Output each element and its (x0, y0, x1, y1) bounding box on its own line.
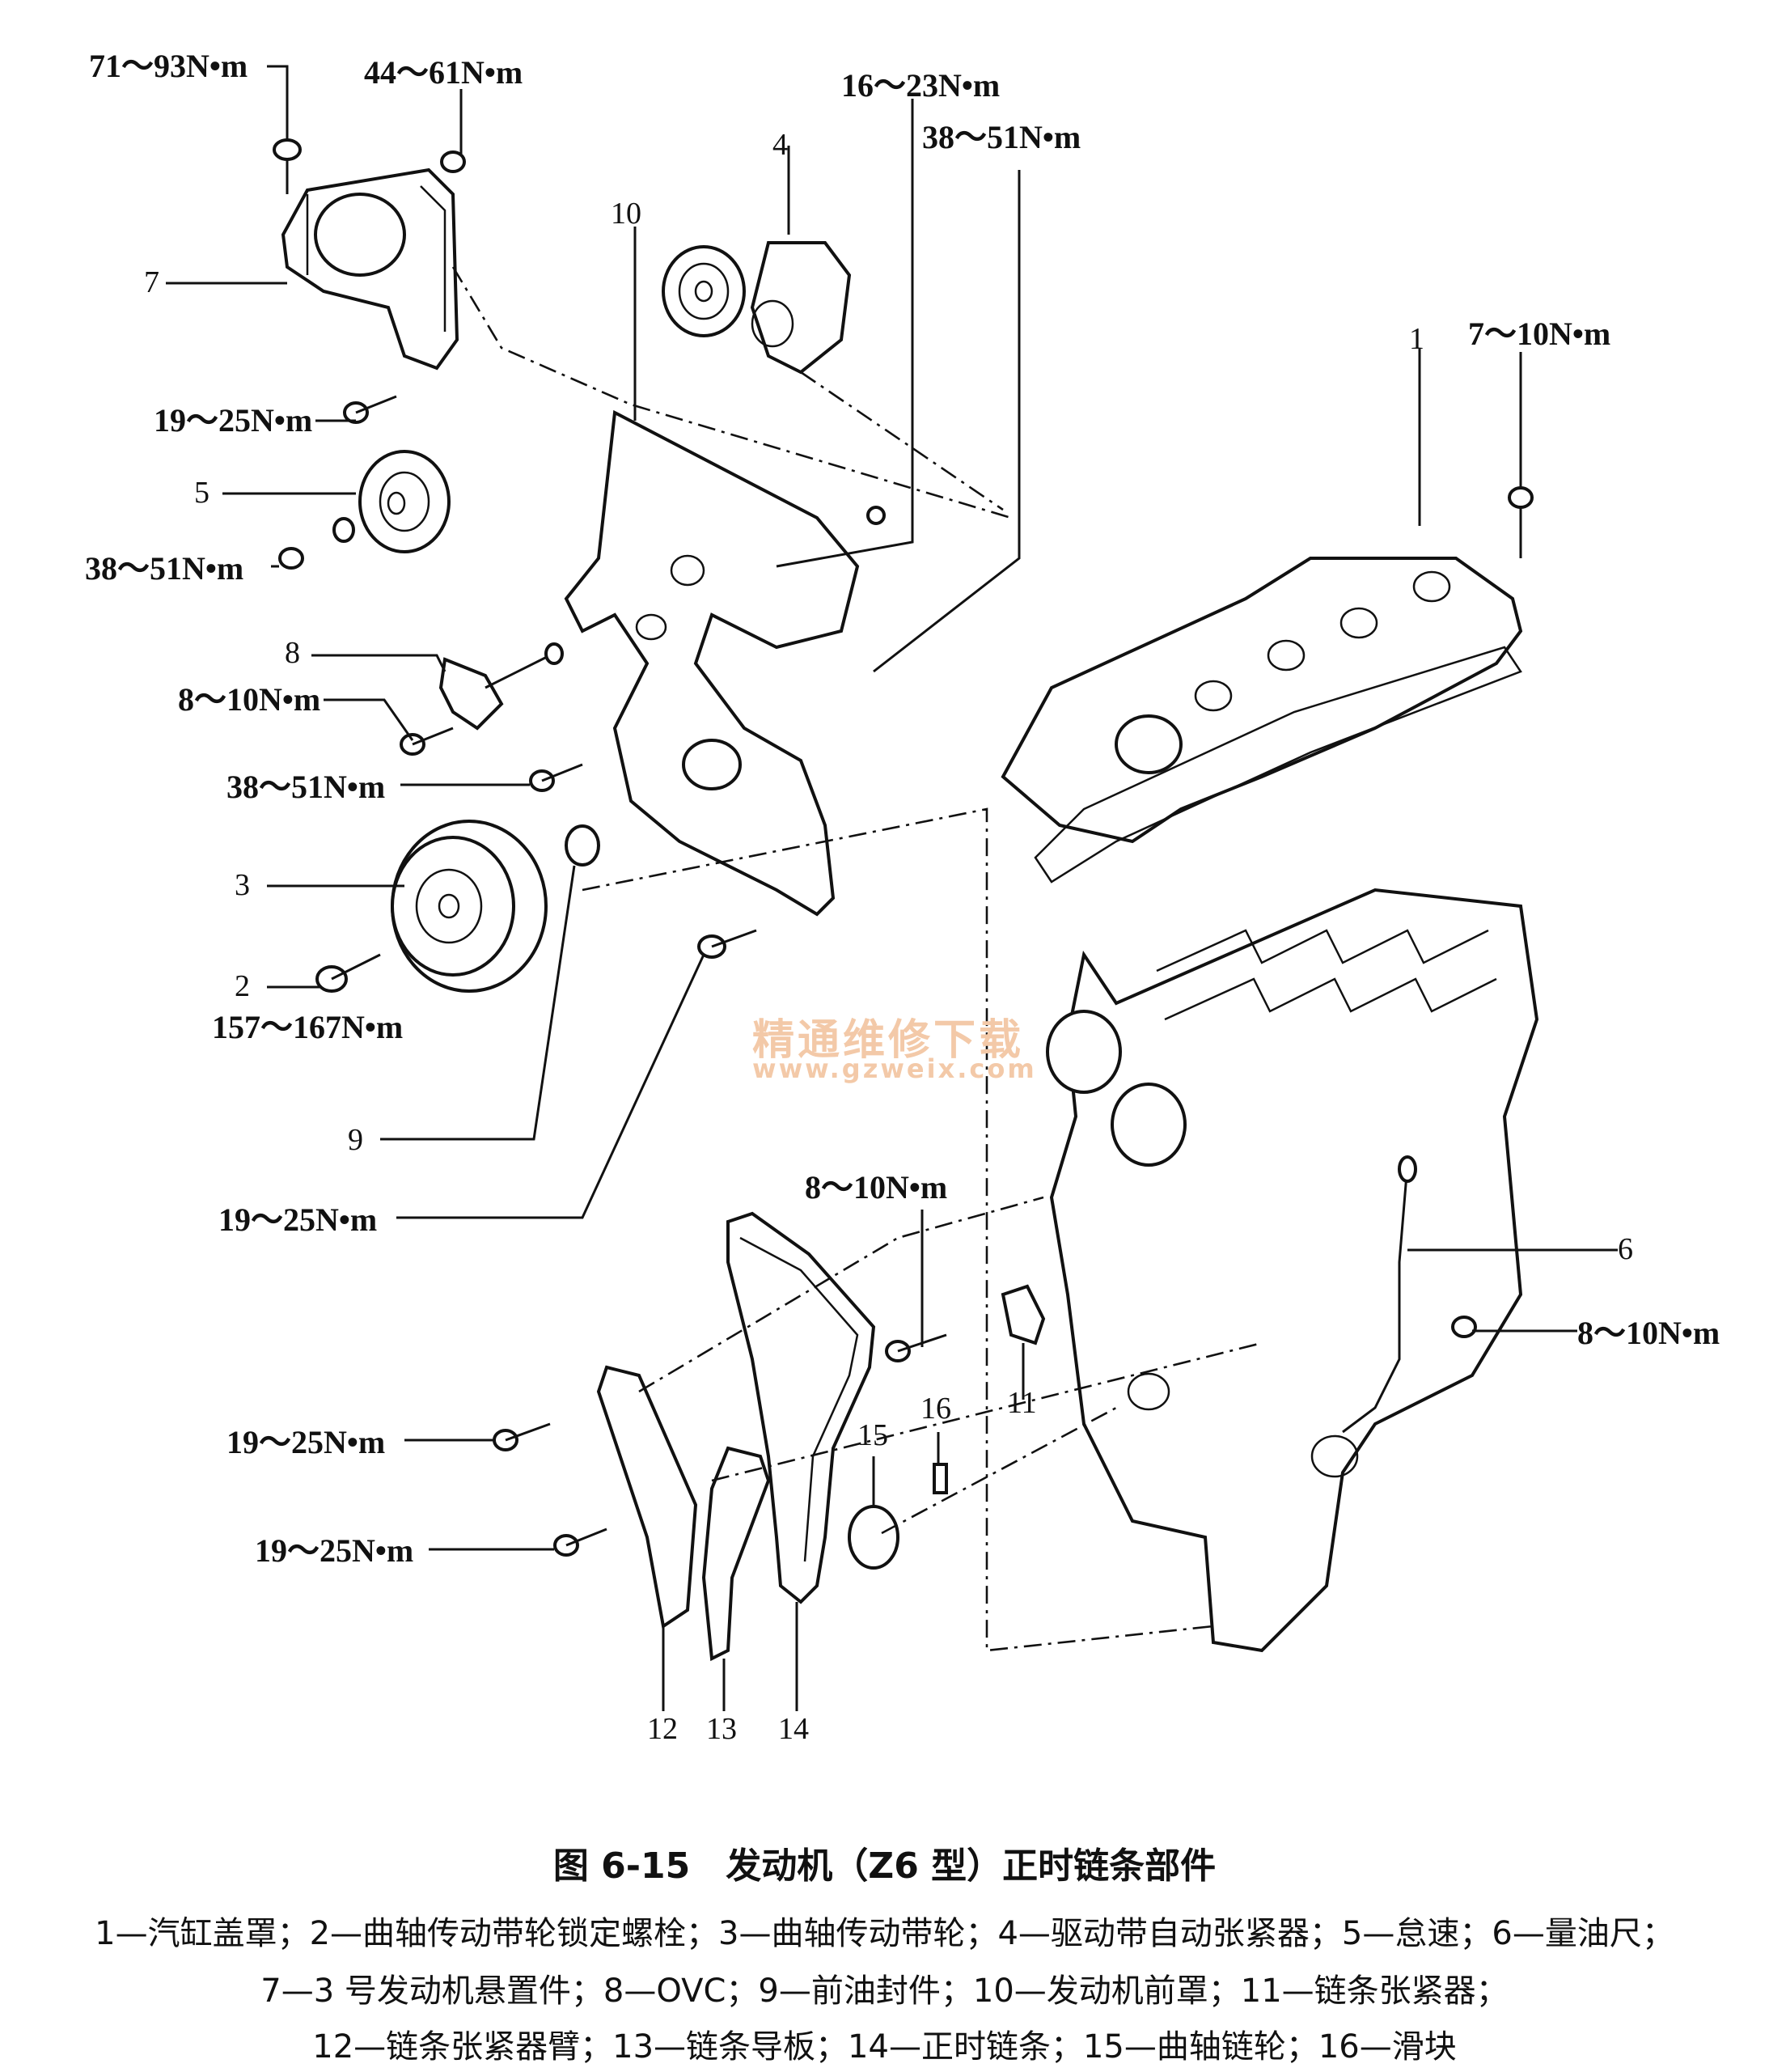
callout-number: 12 (647, 1712, 678, 1746)
nut (440, 150, 466, 173)
torque-label: 44～61N•m (364, 54, 523, 91)
torque-label: 157～167N•m (212, 1009, 404, 1045)
callout-number: 1 (1409, 322, 1424, 356)
engine-mount-part (281, 167, 459, 371)
torque-label: 7～10N•m (1468, 316, 1611, 352)
torque-label: 71～93N•m (89, 48, 248, 84)
crank-sprocket-part (848, 1505, 899, 1570)
torque-label: 16～23N•m (841, 67, 1001, 104)
callout-number: 8 (285, 636, 300, 670)
engine-front-cover-part (564, 409, 886, 917)
callout-number: 15 (857, 1418, 888, 1452)
assembly-line (800, 371, 1004, 511)
leader-line (267, 65, 289, 97)
torque-label: 8～10N•m (178, 681, 321, 718)
bolt-shaft-lower (711, 929, 757, 948)
leader-line (873, 170, 1021, 673)
torque-label: 19～25N•m (154, 402, 313, 439)
assembly-line (881, 1406, 1117, 1535)
legend-line: 1—汽缸盖罩；2—曲轴传动带轮锁定螺栓；3—曲轴传动带轮；4—驱动带自动张紧器；… (95, 1915, 1674, 1952)
torque-label: 19～25N•m (218, 1201, 378, 1238)
idler-pulley-part (278, 395, 451, 570)
leader-line (311, 654, 446, 672)
torque-label: 19～25N•m (226, 1424, 386, 1460)
watermark-url: www.gzweix.com (752, 1053, 1037, 1084)
crank-pulley-part (391, 820, 548, 993)
chain-tensioner-part (1001, 1284, 1046, 1345)
assembly-line (582, 807, 1214, 1652)
dipstick-part (1342, 1155, 1477, 1434)
front-oil-seal-part (565, 824, 600, 867)
bolt-shaft-front-cover (541, 763, 583, 782)
cylinder-head-cover-part (1001, 485, 1534, 883)
slider-part (933, 1463, 948, 1494)
watermark-text: 精通维修下载 (752, 1016, 1025, 1065)
legend-line: 12—链条张紧器臂；13—链条导板；14—正时链条；15—曲轴链轮；16—滑块 (312, 2028, 1457, 2066)
torque-label: 8～10N•m (805, 1169, 948, 1205)
callout-number: 5 (194, 476, 209, 510)
timing-chain-inner (739, 1236, 859, 1562)
torque-label: 38～51N•m (226, 769, 386, 805)
leader-line (396, 954, 705, 1219)
callout-number: 11 (1007, 1386, 1037, 1420)
callout-number: 13 (706, 1712, 737, 1746)
leader-line (324, 698, 414, 741)
callout-number: 14 (778, 1712, 809, 1746)
tensioner-arm-part (493, 1365, 698, 1629)
callout-number: 7 (144, 265, 159, 299)
callout-number: 6 (1618, 1232, 1633, 1266)
leader-line (380, 865, 576, 1141)
torque-label: 38～51N•m (85, 550, 244, 587)
belt-tensioner-part (662, 241, 852, 375)
torque-label: 8～10N•m (1577, 1315, 1720, 1351)
callout-number: 16 (920, 1392, 951, 1426)
ovc-part (400, 642, 564, 756)
leader-line (776, 99, 914, 568)
callout-number: 2 (235, 969, 250, 1003)
bolt-head (273, 138, 302, 161)
callout-number: 4 (772, 128, 788, 162)
torque-label: 19～25N•m (255, 1532, 414, 1569)
engine-block-part (1046, 888, 1539, 1653)
torque-label: 38～51N•m (922, 119, 1081, 155)
figure-caption: 图 6-15 发动机（Z6 型）正时链条部件 (552, 1845, 1217, 1887)
callout-number: 9 (348, 1123, 363, 1157)
assembly-line (451, 266, 1012, 519)
legend-line: 7—3 号发动机悬置件；8—OVC；9—前油封件；10—发动机前罩；11—链条张… (260, 1972, 1509, 2010)
callout-number: 3 (235, 868, 250, 902)
chain-guide-part (553, 1446, 771, 1662)
crank-bolt-shaft (331, 953, 381, 981)
callout-number: 10 (611, 197, 641, 231)
assembly-line (711, 1341, 1263, 1482)
